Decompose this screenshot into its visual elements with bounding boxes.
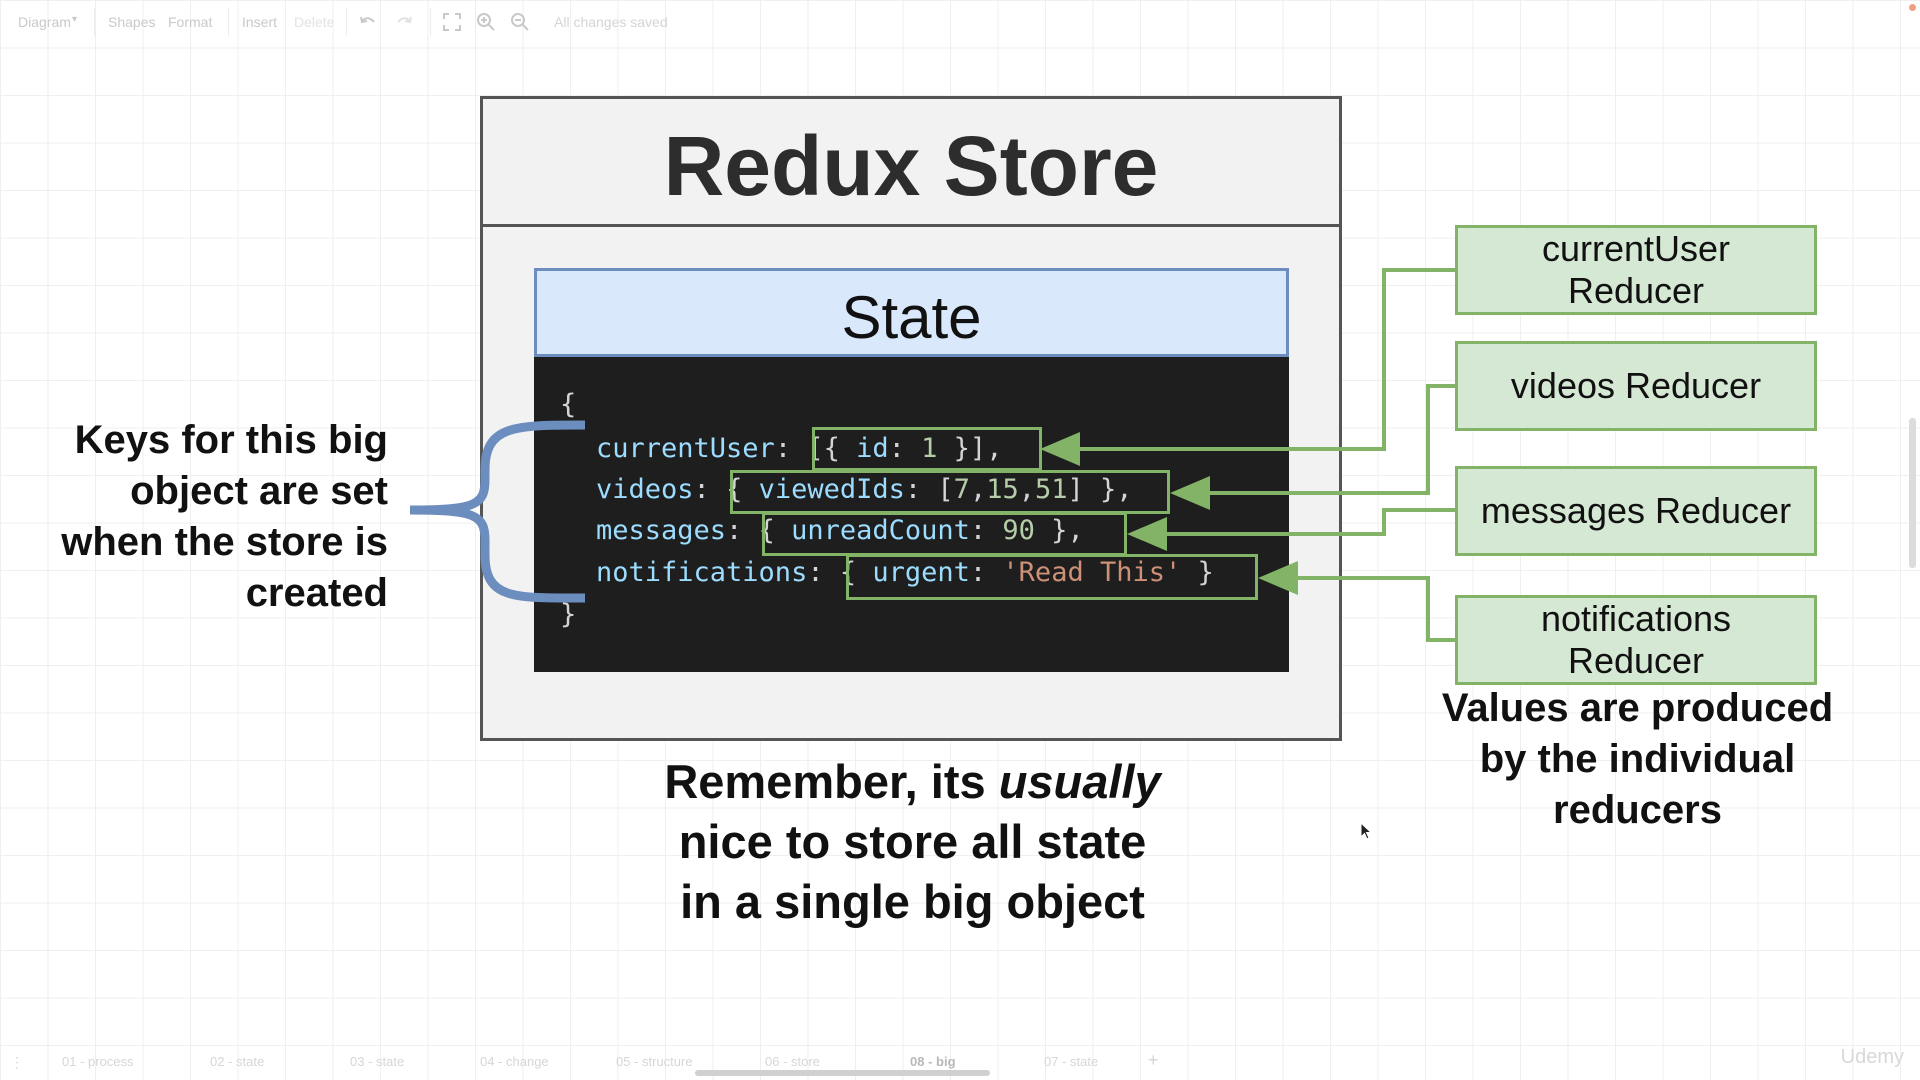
- udemy-watermark: Udemy: [1840, 1046, 1904, 1068]
- undo-icon[interactable]: [358, 12, 378, 32]
- status-dot: [1909, 4, 1916, 11]
- format-button[interactable]: Format: [168, 14, 213, 30]
- delete-button[interactable]: Delete: [294, 14, 335, 30]
- note-remember-emphasis: usually: [998, 755, 1161, 808]
- page-tab[interactable]: 06 - store: [765, 1054, 820, 1069]
- reducer-messages[interactable]: messages Reducer: [1455, 466, 1817, 556]
- toolbar-divider: [430, 8, 431, 36]
- note-keys-line: Keys for this big: [74, 418, 388, 462]
- reducer-currentuser-line1: currentUser: [1541, 228, 1731, 269]
- page-tab[interactable]: 01 - process: [62, 1054, 134, 1069]
- code-line-currentuser: currentUser: [{ id: 1 }],: [596, 433, 1003, 464]
- toolbar-divider: [94, 8, 95, 36]
- page-tabs: ⋮ 01 - process 02 - state 03 - state 04 …: [0, 1048, 1920, 1076]
- page-tab[interactable]: 07 - state: [1044, 1054, 1099, 1069]
- key-currentuser: currentUser: [596, 433, 775, 464]
- pages-menu-icon[interactable]: ⋮: [10, 1054, 24, 1070]
- zoom-in-icon[interactable]: [476, 12, 496, 32]
- page-tab[interactable]: 05 - structure: [616, 1054, 693, 1069]
- note-keys: Keys for this big object are set when th…: [20, 415, 388, 619]
- reducer-notifications-line1: notifications: [1540, 598, 1732, 639]
- value-box-notifications[interactable]: [846, 554, 1258, 600]
- note-remember-line1: Remember, its usually: [560, 752, 1265, 812]
- code-line-videos: videos: { viewedIds: [7,15,51] },: [596, 474, 1133, 505]
- code-close-brace: }: [560, 599, 577, 630]
- note-values-line: reducers: [1553, 788, 1722, 832]
- page-tab-active[interactable]: 08 - big: [910, 1054, 956, 1069]
- value-notifications: { urgent: 'Read This' }: [839, 557, 1214, 588]
- reducer-videos-label: videos Reducer: [1510, 365, 1762, 406]
- fit-page-icon[interactable]: [442, 12, 462, 32]
- note-values-line: by the individual: [1479, 737, 1796, 781]
- reducer-videos[interactable]: videos Reducer: [1455, 341, 1817, 431]
- code-line-messages: messages: { unreadCount: 90 },: [596, 515, 1084, 546]
- value-messages: { unreadCount: 90 }: [758, 515, 1068, 546]
- page-tab[interactable]: 02 - state: [210, 1054, 265, 1069]
- key-notifications: notifications: [596, 557, 808, 588]
- mouse-cursor-icon: [1360, 822, 1373, 840]
- note-values-line: Values are produced: [1441, 686, 1834, 730]
- horizontal-scrollbar[interactable]: [695, 1070, 990, 1076]
- note-remember-line3: in a single big object: [680, 875, 1145, 928]
- toolbar-divider: [228, 8, 229, 36]
- shapes-button[interactable]: Shapes: [108, 14, 156, 30]
- note-keys-line: object are set: [130, 469, 388, 513]
- value-box-currentuser[interactable]: [812, 427, 1042, 471]
- store-title-divider: [480, 224, 1342, 227]
- value-box-messages[interactable]: [762, 512, 1127, 556]
- code-line-notifications: notifications: { urgent: 'Read This' }: [596, 557, 1214, 588]
- page-tab[interactable]: 04 - change: [480, 1054, 549, 1069]
- key-messages: messages: [596, 515, 727, 546]
- insert-button[interactable]: Insert: [242, 14, 278, 30]
- reducer-messages-label: messages Reducer: [1480, 490, 1792, 531]
- note-remember-prefix: Remember, its: [664, 755, 999, 808]
- store-title: Redux Store: [663, 119, 1159, 213]
- redo-icon[interactable]: [394, 12, 414, 32]
- page-tab[interactable]: 03 - state: [350, 1054, 405, 1069]
- reducer-notifications-line2: Reducer: [1567, 640, 1705, 681]
- value-videos: { viewedIds: [7,15,51] }: [726, 474, 1117, 505]
- toolbar: Diagram ▾ Shapes Format Insert Delete Al…: [0, 0, 1920, 44]
- zoom-out-icon[interactable]: [510, 12, 530, 32]
- note-values: Values are produced by the individual re…: [1400, 683, 1875, 836]
- reducer-currentuser-line2: Reducer: [1567, 270, 1705, 311]
- note-remember-line2: nice to store all state: [678, 815, 1147, 868]
- diagram-menu[interactable]: Diagram: [18, 14, 71, 30]
- state-label: State: [841, 284, 982, 351]
- vertical-scrollbar[interactable]: [1909, 418, 1916, 568]
- key-videos: videos: [596, 474, 694, 505]
- add-page-icon[interactable]: +: [1148, 1050, 1159, 1070]
- value-box-videos[interactable]: [730, 470, 1170, 514]
- toolbar-divider: [346, 8, 347, 36]
- code-open-brace: {: [560, 389, 577, 420]
- note-remember: Remember, its usually nice to store all …: [560, 752, 1265, 932]
- note-keys-line: created: [245, 571, 388, 615]
- note-keys-line: when the store is: [61, 520, 388, 564]
- save-status: All changes saved: [554, 14, 668, 30]
- chevron-down-icon[interactable]: ▾: [72, 14, 78, 25]
